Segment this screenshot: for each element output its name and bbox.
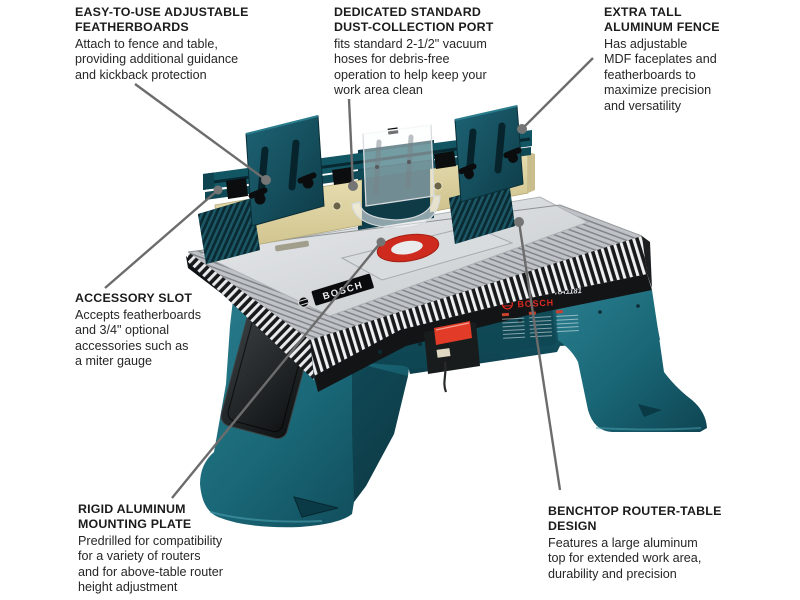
clamp-knobs — [248, 172, 317, 205]
right-leg — [556, 290, 707, 432]
switch-paddle — [434, 321, 472, 345]
featherboard-slot — [257, 146, 269, 198]
callout-heading: EXTRA TALL ALUMINUM FENCE — [604, 5, 720, 34]
callout-line-mounting-plate — [171, 241, 382, 499]
callout-heading: ACCESSORY SLOT — [75, 291, 193, 305]
bit-guard — [351, 124, 441, 229]
callout-line-dust-port — [347, 98, 355, 187]
callout-heading: BENCHTOP ROUTER-TABLE DESIGN — [548, 504, 722, 533]
clamp-knobs — [458, 147, 522, 179]
callout-body: Attach to fence and table, providing add… — [75, 37, 239, 82]
left-leg-inner-shadow — [352, 362, 408, 502]
front-edge-band — [310, 236, 647, 376]
table-top: BOSCH — [187, 196, 652, 380]
insert-ring — [376, 233, 440, 263]
callout-line-benchtop — [517, 221, 562, 491]
left-edge-band — [188, 252, 314, 380]
callout-benchtop-design: BENCHTOP ROUTER-TABLE DESIGN Features a … — [548, 504, 763, 582]
callout-featherboards: EASY-TO-USE ADJUSTABLE FEATHERBOARDS Att… — [75, 5, 290, 83]
rail-clamp — [226, 178, 248, 199]
callout-body: Accepts featherboards and 3/4" optional … — [75, 308, 202, 369]
mdf-end-face — [528, 152, 535, 193]
featherboard-slot — [288, 139, 300, 191]
callout-body: Features a large aluminum top for extend… — [548, 536, 702, 581]
fence-hole — [433, 181, 443, 191]
fence-hole — [332, 201, 342, 211]
switch-key-tag — [436, 348, 451, 358]
switch-cord — [443, 361, 448, 393]
leg-brand-text: BOSCH — [517, 298, 554, 310]
callout-accessory-slot: ACCESSORY SLOT Accepts featherboards and… — [75, 291, 290, 370]
featherboard-fingers — [198, 198, 260, 264]
right-foot-hole — [638, 404, 662, 417]
guard-lip — [351, 195, 441, 229]
warning-text-columns — [501, 310, 579, 339]
callout-mounting-plate: RIGID ALUMINUM MOUNTING PLATE Predrilled… — [78, 502, 293, 596]
left-foot-highlight — [209, 511, 323, 523]
callout-line-featherboards — [134, 83, 267, 181]
rail-clamp — [332, 167, 354, 185]
rail-clamp — [434, 151, 456, 169]
left-foot-notch — [293, 496, 339, 518]
callout-heading: EASY-TO-USE ADJUSTABLE FEATHERBOARDS — [75, 5, 249, 34]
leg-model-text: RA1181 — [555, 286, 582, 296]
featherboard-left — [198, 115, 325, 264]
callout-body: Has adjustable MDF faceplates and feathe… — [604, 37, 717, 113]
leg-label: BOSCH RA1181 — [501, 286, 582, 339]
featherboard-slot — [494, 122, 506, 174]
callout-dust-port: DEDICATED STANDARD DUST-COLLECTION PORT … — [334, 5, 549, 99]
callout-body: Predrilled for compatibility for a varie… — [78, 534, 223, 595]
callout-fence: EXTRA TALL ALUMINUM FENCE Has adjustable… — [604, 5, 784, 114]
callout-heading: RIGID ALUMINUM MOUNTING PLATE — [78, 502, 192, 531]
right-edge-sliver — [642, 236, 652, 288]
callout-line-fence — [521, 57, 594, 130]
callout-lines — [104, 57, 594, 499]
callout-line-accessory-slot — [104, 189, 219, 289]
callout-heading: DEDICATED STANDARD DUST-COLLECTION PORT — [334, 5, 494, 34]
callout-dots — [213, 124, 527, 247]
right-foot-highlight — [595, 427, 702, 431]
mdf-print — [275, 240, 309, 252]
power-switch — [424, 321, 480, 393]
featherboard-right — [449, 105, 524, 244]
front-underside-strip — [314, 274, 652, 392]
callout-body: fits standard 2-1/2" vacuum hoses for de… — [334, 37, 487, 98]
